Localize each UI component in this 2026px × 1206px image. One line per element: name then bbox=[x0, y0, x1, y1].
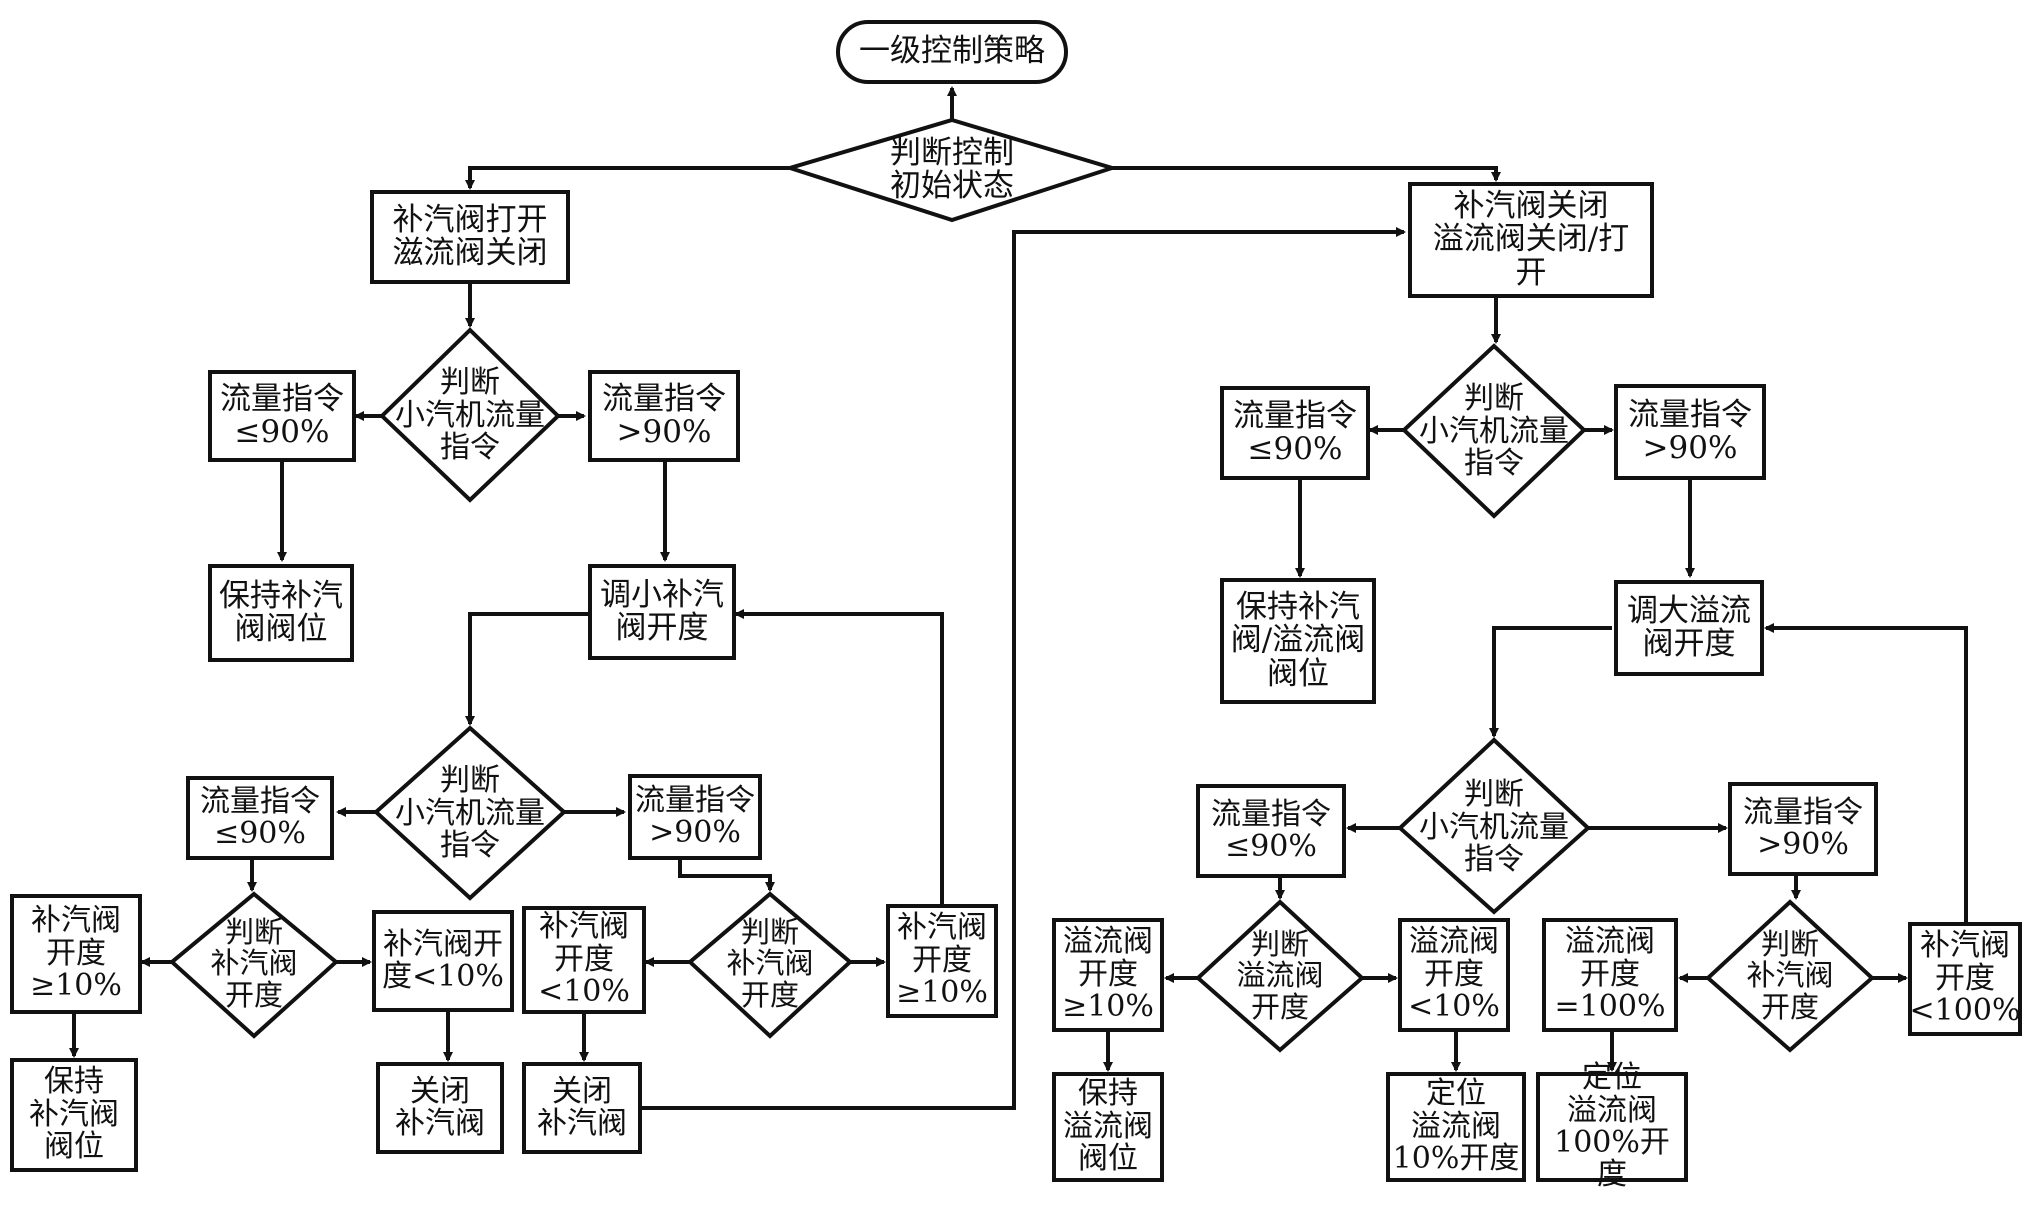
diamond-r-d3a bbox=[1195, 899, 1365, 1053]
diamond-l-d2-label: 判断 小汽机流量 指令 bbox=[376, 736, 564, 892]
l-lt10-a-text: 补汽阀开 度<10% bbox=[382, 926, 504, 994]
r-ge10-box: 溢流阀 开度 ≥10% bbox=[1052, 918, 1164, 1032]
r-f2-gt-text: 流量指令 >90% bbox=[1743, 794, 1863, 862]
l-d3b-text: 判断 补汽阀 开度 bbox=[726, 915, 814, 1012]
diamond-r-d3b-label: 判断 补汽阀 开度 bbox=[1708, 916, 1872, 1036]
l-f2-le-text: 流量指令 ≤90% bbox=[200, 783, 320, 851]
diamond-r-d3b bbox=[1705, 899, 1875, 1053]
r-pos100-text: 定位 溢流阀 100%开度 bbox=[1554, 1060, 1670, 1193]
r-eq100-box: 溢流阀 开度 =100% bbox=[1542, 918, 1678, 1032]
r-f2-le-box: 流量指令 ≤90% bbox=[1196, 784, 1346, 878]
diamond-r-d1-label: 判断 小汽机流量 指令 bbox=[1404, 354, 1584, 510]
l-ge10-b-text: 补汽阀 开度 ≥10% bbox=[896, 910, 988, 1011]
l-adjust-box: 调小补汽 阀开度 bbox=[588, 564, 736, 660]
l-ge10-a-box: 补汽阀 开度 ≥10% bbox=[10, 894, 142, 1014]
diamond-r-d3a-label: 判断 溢流阀 开度 bbox=[1198, 916, 1362, 1036]
r-pos10-text: 定位 溢流阀 10%开度 bbox=[1392, 1076, 1520, 1177]
l-lt10-b-box: 补汽阀 开度 <10% bbox=[522, 906, 646, 1014]
left-state-text: 补汽阀打开 滋流阀关闭 bbox=[392, 201, 548, 271]
r-d3a-text: 判断 溢流阀 开度 bbox=[1236, 927, 1324, 1024]
l-d3a-text: 判断 补汽阀 开度 bbox=[210, 915, 298, 1012]
l-hold1-text: 保持补汽 阀阀位 bbox=[219, 577, 343, 647]
r-lt10-box: 溢流阀 开度 <10% bbox=[1398, 918, 1510, 1032]
r-d3b-text: 判断 补汽阀 开度 bbox=[1746, 927, 1834, 1024]
diamond-r-d1 bbox=[1401, 343, 1587, 519]
r-eq100-text: 溢流阀 开度 =100% bbox=[1554, 924, 1666, 1025]
r-d1-text: 判断 小汽机流量 指令 bbox=[1419, 381, 1569, 482]
l-ge10-a-text: 补汽阀 开度 ≥10% bbox=[30, 903, 122, 1004]
start-label: 一级控制策略 bbox=[859, 33, 1045, 70]
l-hold1-box: 保持补汽 阀阀位 bbox=[208, 564, 354, 662]
l-f2-gt-text: 流量指令 >90% bbox=[635, 782, 755, 850]
r-f2-le-text: 流量指令 ≤90% bbox=[1211, 796, 1331, 864]
diamond-l-d1-label: 判断 小汽机流量 指令 bbox=[382, 338, 558, 494]
l-hold2-box: 保持 补汽阀 阀位 bbox=[10, 1058, 138, 1172]
r-adjust-text: 调大溢流 阀开度 bbox=[1627, 592, 1751, 662]
r-pos100-box: 定位 溢流阀 100%开度 bbox=[1536, 1062, 1688, 1191]
left-state-box: 补汽阀打开 滋流阀关闭 bbox=[370, 190, 570, 284]
l-f2-gt-box: 流量指令 >90% bbox=[628, 774, 762, 860]
l-adjust-text: 调小补汽 阀开度 bbox=[600, 576, 724, 646]
diamond-r-d2-label: 判断 小汽机流量 指令 bbox=[1400, 750, 1588, 906]
r-f1-le-box: 流量指令 ≤90% bbox=[1220, 386, 1370, 480]
l-close-a-text: 关闭 补汽阀 bbox=[395, 1073, 485, 1141]
connectors bbox=[69, 86, 1968, 1110]
r-d2-text: 判断 小汽机流量 指令 bbox=[1419, 777, 1569, 878]
r-hold2-text: 保持 溢流阀 阀位 bbox=[1063, 1076, 1153, 1177]
l-ge10-b-box: 补汽阀 开度 ≥10% bbox=[886, 904, 998, 1018]
r-f1-gt-text: 流量指令 >90% bbox=[1628, 396, 1752, 466]
diamond-l-d3b-label: 判断 补汽阀 开度 bbox=[690, 904, 850, 1024]
r-adjust-box: 调大溢流 阀开度 bbox=[1614, 580, 1764, 676]
diamond-l-d2 bbox=[373, 725, 567, 901]
l-close-b-text: 关闭 补汽阀 bbox=[537, 1073, 627, 1141]
r-f1-le-text: 流量指令 ≤90% bbox=[1233, 397, 1357, 467]
start-terminal: 一级控制策略 bbox=[836, 20, 1068, 84]
l-close-b-box: 关闭 补汽阀 bbox=[522, 1062, 642, 1154]
diamond-l-d3a bbox=[168, 891, 340, 1039]
l-f1-gt-text: 流量指令 >90% bbox=[602, 380, 726, 450]
r-hold2-box: 保持 溢流阀 阀位 bbox=[1052, 1072, 1164, 1182]
r-lt100-text: 补汽阀 开度 <100% bbox=[1909, 928, 2021, 1029]
r-hold1-box: 保持补汽 阀/溢流阀 阀位 bbox=[1220, 578, 1376, 704]
l-d1-text: 判断 小汽机流量 指令 bbox=[395, 365, 545, 466]
l-d2-text: 判断 小汽机流量 指令 bbox=[395, 763, 545, 864]
diamond-l-d1 bbox=[379, 327, 561, 503]
r-f1-gt-box: 流量指令 >90% bbox=[1614, 384, 1766, 480]
l-f1-le-text: 流量指令 ≤90% bbox=[220, 380, 344, 450]
d-init-text: 判断控制 初始状态 bbox=[890, 134, 1014, 204]
diamond-l-d3b bbox=[686, 891, 854, 1039]
l-lt10-b-text: 补汽阀 开度 <10% bbox=[538, 909, 630, 1010]
r-lt10-text: 溢流阀 开度 <10% bbox=[1408, 924, 1500, 1025]
diamond-r-d2 bbox=[1397, 737, 1591, 915]
r-ge10-text: 溢流阀 开度 ≥10% bbox=[1062, 924, 1154, 1025]
diamond-l-d3a-label: 判断 补汽阀 开度 bbox=[172, 904, 336, 1024]
r-pos10-box: 定位 溢流阀 10%开度 bbox=[1386, 1072, 1526, 1182]
diamond-init-label: 判断控制 初始状态 bbox=[830, 122, 1074, 218]
l-f2-le-box: 流量指令 ≤90% bbox=[186, 776, 334, 860]
right-state-box: 补汽阀关闭 溢流阀关闭/打 开 bbox=[1408, 182, 1654, 298]
right-state-text: 补汽阀关闭 溢流阀关闭/打 开 bbox=[1432, 187, 1630, 291]
l-f1-gt-box: 流量指令 >90% bbox=[588, 370, 740, 462]
l-close-a-box: 关闭 补汽阀 bbox=[376, 1062, 504, 1154]
l-hold2-text: 保持 补汽阀 阀位 bbox=[29, 1064, 119, 1165]
r-lt100-box: 补汽阀 开度 <100% bbox=[1908, 922, 2022, 1036]
r-f2-gt-box: 流量指令 >90% bbox=[1728, 782, 1878, 876]
r-hold1-text: 保持补汽 阀/溢流阀 阀位 bbox=[1230, 588, 1366, 692]
l-lt10-a-box: 补汽阀开 度<10% bbox=[372, 910, 514, 1012]
diamond-init bbox=[783, 117, 1119, 223]
l-f1-le-box: 流量指令 ≤90% bbox=[208, 370, 356, 462]
